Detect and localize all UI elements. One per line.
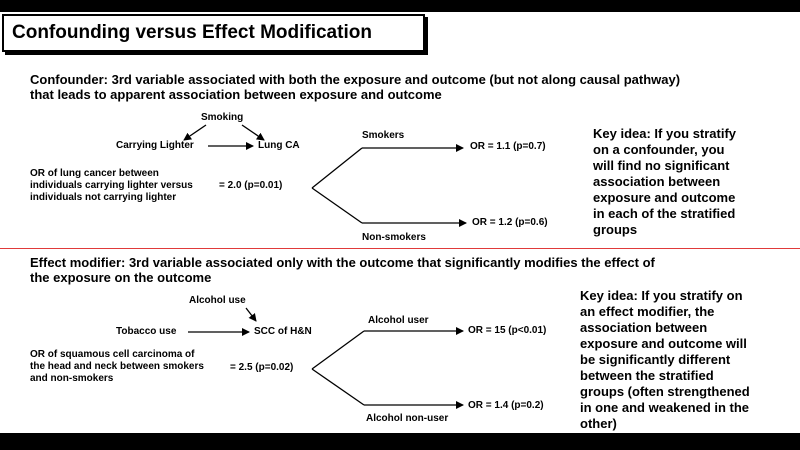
confounder-crude-label-line1: OR of lung cancer between [30, 168, 159, 179]
confounder-key-idea-line: association between [593, 174, 721, 189]
modifier-crude-label-line1: OR of squamous cell carcinoma of [30, 349, 195, 360]
slide-title: Confounding versus Effect Modification [12, 22, 372, 43]
modifier-definition-line1: Effect modifier: 3rd variable associated… [30, 255, 655, 270]
confounder-key-idea-line: Key idea: If you stratify [593, 126, 737, 141]
confounder-key-idea-line: exposure and outcome [593, 190, 736, 205]
node-carrying-lighter: Carrying Lighter [116, 140, 194, 151]
branch-modifier-upper [311, 330, 365, 370]
modifier-key-idea-line: an effect modifier, the [580, 304, 715, 319]
stratum-alcohol-nonuser-or: OR = 1.4 (p=0.2) [468, 400, 544, 411]
branch-confounder-lower [311, 187, 363, 224]
node-lung-ca: Lung CA [258, 140, 300, 151]
diagram-arrows [183, 124, 467, 409]
branch-modifier-lower [311, 368, 365, 406]
modifier-key-idea-line: Key idea: If you stratify on [580, 288, 743, 303]
arrow-smoking-to-lungca [241, 124, 265, 141]
confounder-key-idea-line: on a confounder, you [593, 142, 725, 157]
modifier-definition-line2: the exposure on the outcome [30, 270, 212, 285]
stratum-alcohol-user-or: OR = 15 (p<0.01) [468, 325, 547, 336]
modifier-key-idea-line: be significantly different [580, 352, 731, 367]
confounder-definition-line2: that leads to apparent association betwe… [30, 87, 442, 102]
modifier-crude-label-line2: the head and neck between smokers [30, 361, 204, 372]
node-alcohol-use: Alcohol use [189, 295, 246, 306]
node-tobacco-use: Tobacco use [116, 326, 177, 337]
slide: Confounding versus Effect Modification C… [0, 12, 800, 433]
arrow-smoking-to-lighter [183, 124, 207, 141]
stratum-alcohol-user-label: Alcohol user [368, 315, 429, 326]
confounder-key-idea-line: in each of the stratified [593, 206, 736, 221]
stratum-alcohol-nonuser-label: Alcohol non-user [366, 413, 449, 424]
section-divider [0, 248, 800, 249]
confounder-key-idea-line: will find no significant [593, 158, 730, 173]
stratum-smokers-label: Smokers [362, 130, 405, 141]
title-box: Confounding versus Effect Modification [2, 14, 425, 52]
modifier-key-idea-line: exposure and outcome will [580, 336, 747, 351]
stratum-nonsmokers-label: Non-smokers [362, 232, 426, 243]
stratum-nonsmokers-or: OR = 1.2 (p=0.6) [472, 217, 548, 228]
confounder-crude-label-line3: individuals not carrying lighter [30, 192, 177, 203]
modifier-key-idea-line: association between [580, 320, 708, 335]
modifier-key-idea-line: in one and weakened in the [580, 400, 750, 415]
confounder-crude-or: = 2.0 (p=0.01) [219, 180, 283, 191]
modifier-key-idea-line: between the stratified [580, 368, 714, 383]
node-smoking: Smoking [201, 112, 244, 123]
branch-confounder-upper [311, 147, 363, 189]
arrow-alcohol-to-scc [245, 307, 257, 322]
confounder-crude-label-line2: individuals carrying lighter versus [30, 180, 193, 191]
modifier-key-idea-line: groups (often strengthened [580, 384, 750, 399]
node-scc-hn: SCC of H&N [254, 326, 312, 337]
modifier-crude-or: = 2.5 (p=0.02) [230, 362, 294, 373]
confounder-key-idea-line: groups [593, 222, 638, 237]
modifier-crude-label-line3: and non-smokers [30, 373, 114, 384]
confounder-definition-line1: Confounder: 3rd variable associated with… [30, 72, 681, 87]
stratum-smokers-or: OR = 1.1 (p=0.7) [470, 141, 546, 152]
modifier-key-idea-line: other) [580, 416, 617, 431]
